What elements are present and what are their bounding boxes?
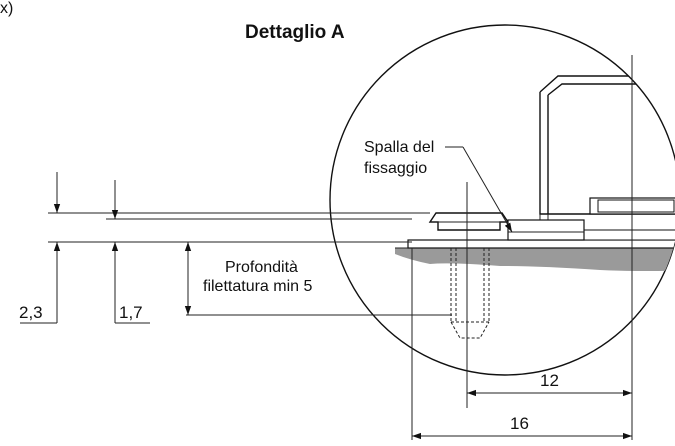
shoulder-label-line1: Spalla del bbox=[364, 139, 434, 156]
mounting-plate bbox=[407, 239, 675, 249]
ground-surface bbox=[395, 248, 675, 271]
detail-interior bbox=[395, 75, 675, 339]
fastener-shoulder bbox=[507, 219, 585, 241]
depth-label-line2: filettatura min 5 bbox=[203, 278, 312, 295]
depth-label-line1: Profondità bbox=[225, 259, 298, 276]
dim-label-1-7: 1,7 bbox=[119, 303, 143, 322]
dimension-thread-depth: Profondità filettatura min 5 bbox=[184, 242, 312, 315]
detail-title: Dettaglio A bbox=[245, 22, 345, 43]
corner-label: x) bbox=[0, 0, 13, 17]
threaded-hole bbox=[450, 248, 490, 339]
equipment-housing bbox=[539, 75, 675, 215]
detail-circle bbox=[329, 24, 675, 376]
dim-label-12: 12 bbox=[540, 371, 559, 390]
dim-label-16: 16 bbox=[510, 414, 529, 433]
shoulder-label-line2: fissaggio bbox=[364, 160, 427, 177]
dimension-2-3: 2,3 bbox=[19, 172, 61, 324]
shoulder-callout: Spalla del fissaggio bbox=[364, 139, 513, 233]
dimension-16: 16 bbox=[412, 414, 632, 440]
dim-label-2-3: 2,3 bbox=[19, 303, 43, 322]
dimension-1-7: 1,7 bbox=[111, 180, 150, 324]
dimension-12: 12 bbox=[467, 371, 632, 397]
